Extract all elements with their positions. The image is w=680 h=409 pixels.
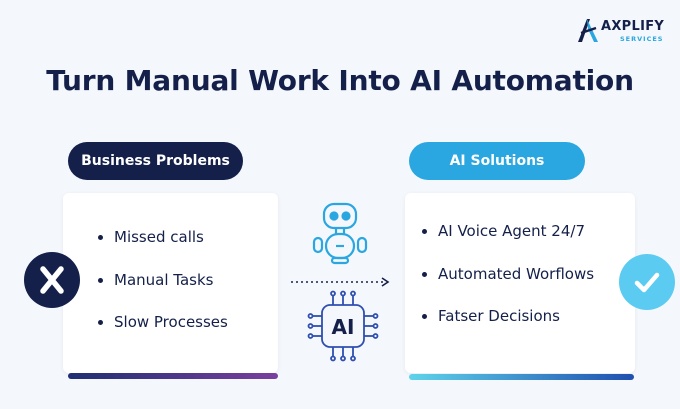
list-item: Automated Worflows xyxy=(420,264,594,285)
bullet-icon xyxy=(422,314,427,319)
list-item-label: Manual Tasks xyxy=(114,270,214,289)
list-item: Slow Processes xyxy=(96,312,228,333)
list-item-label: Automated Worflows xyxy=(438,264,595,283)
brand-name: AXPLIFY xyxy=(601,19,665,34)
brand-logo: AXPLIFY SERVICES xyxy=(576,16,676,46)
list-item-label: Slow Processes xyxy=(114,313,228,331)
list-item: Manual Tasks xyxy=(96,270,228,291)
solutions-card: AI Voice Agent 24/7 Automated Worflows F… xyxy=(405,193,635,373)
page-title: Turn Manual Work Into AI Automation xyxy=(46,64,634,97)
list-item-label: AI Voice Agent 24/7 xyxy=(438,222,585,240)
bullet-icon xyxy=(98,235,103,240)
robot-icon xyxy=(312,202,368,265)
chip-label: AI xyxy=(332,315,355,339)
list-item: Fatser Decisions xyxy=(420,306,594,327)
bullet-icon xyxy=(98,320,103,325)
bullet-icon xyxy=(422,271,427,277)
problems-accent-bar xyxy=(68,373,278,379)
axplify-logo-icon xyxy=(578,19,598,42)
ai-solutions-pill: AI Solutions xyxy=(409,142,585,180)
solutions-list: AI Voice Agent 24/7 Automated Worflows F… xyxy=(420,221,594,349)
dotted-arrow-icon xyxy=(291,277,390,287)
problems-card: Missed calls Manual Tasks Slow Processes xyxy=(63,193,278,373)
list-item-label: Missed calls xyxy=(114,228,204,246)
bullet-icon xyxy=(98,277,103,283)
list-item-label: Fatser Decisions xyxy=(438,307,560,325)
list-item: AI Voice Agent 24/7 xyxy=(420,221,594,242)
x-mark-icon xyxy=(24,252,80,308)
checkmark-icon xyxy=(619,254,675,310)
bullet-icon xyxy=(422,229,427,234)
business-problems-pill: Business Problems xyxy=(68,142,243,180)
list-item: Missed calls xyxy=(96,227,228,248)
problems-list: Missed calls Manual Tasks Slow Processes xyxy=(96,227,228,355)
solutions-accent-bar xyxy=(409,374,634,380)
brand-tagline: SERVICES xyxy=(620,35,664,43)
ai-chip-icon: AI xyxy=(307,290,379,362)
